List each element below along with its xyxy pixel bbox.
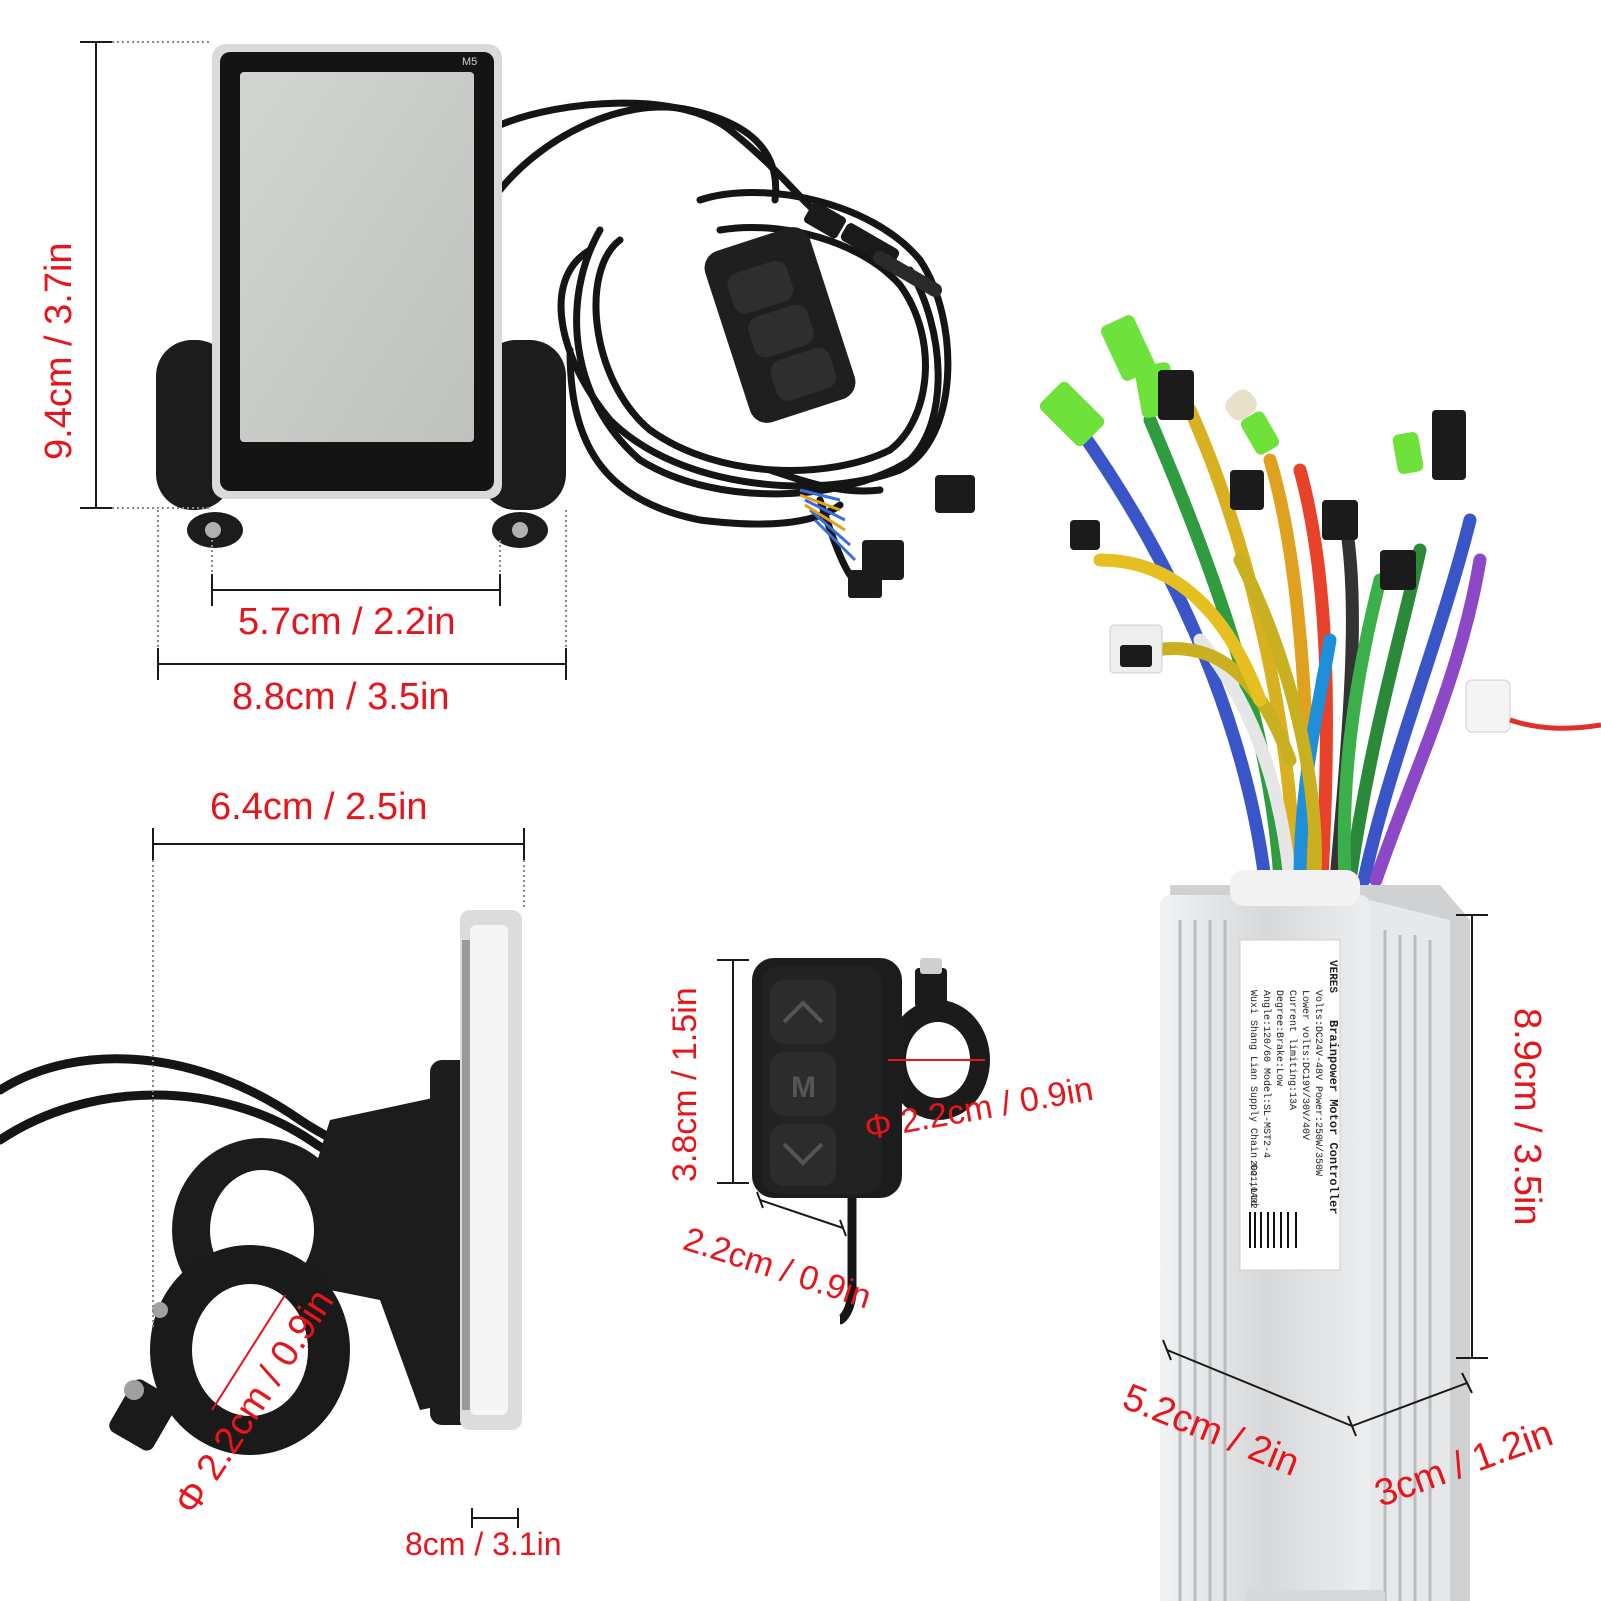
controller-label-line: Wuxi Shang Lian Supply Chain Co.,Ltd (1247, 990, 1259, 1206)
controller-brand: VERES (1326, 960, 1338, 993)
controller-label-line: Current limiting:13A (1286, 990, 1298, 1110)
button-height-label: 3.8cm / 1.5in (666, 987, 704, 1182)
display-cable-bundle (496, 99, 952, 579)
side-view-dimension-lines (152, 828, 525, 1528)
inline-button-remote (704, 227, 856, 423)
controller-dimension-lines (1162, 914, 1488, 1437)
controller-label-line: Angle:120/60 Model:SL-MST2-4 (1260, 990, 1272, 1158)
clamp-screw-icon (205, 522, 221, 538)
display-side-view (0, 910, 522, 1455)
lcd-screen (240, 72, 474, 442)
controller-label-line: Lower volts:DC19V/30V/40V (1299, 990, 1311, 1140)
display-front-view: M5 (156, 44, 975, 598)
display-front-dimension-lines (80, 41, 567, 680)
motor-controller-view: VERES Brainpower Motor Controller Volts:… (1039, 315, 1601, 1601)
display-height-label: 9.4cm / 3.7in (38, 242, 80, 460)
controller-height-label: 8.9cm / 3.5in (1506, 1008, 1548, 1226)
display-wire-connectors (799, 475, 975, 598)
mode-button-icon (770, 1052, 836, 1116)
clamp-screw-icon (124, 1380, 144, 1400)
side-view-width-label: 6.4cm / 2.5in (210, 786, 428, 828)
controller-title: Brainpower Motor Controller (1326, 1020, 1340, 1214)
svg-text:M: M (791, 1071, 816, 1104)
display-clamp-spacing-label: 5.7cm / 2.2in (238, 601, 456, 643)
clamp-screw-icon (152, 1302, 168, 1318)
button-remote-view: M (752, 958, 990, 1325)
display-model-label: M5 (462, 56, 477, 68)
controller-serial: 202110A02 (1248, 1160, 1258, 1209)
cable-connector (804, 201, 942, 297)
clamp-screw-icon (512, 522, 528, 538)
controller-label-line: Volts:DC24V-48V Power:250W/350W (1312, 990, 1324, 1176)
display-width-label: 8.8cm / 3.5in (232, 676, 450, 718)
controller-wire-bundle (1073, 403, 1487, 887)
down-button-icon (770, 1124, 836, 1186)
controller-wire-connectors (1039, 315, 1601, 733)
button-dimension-lines (717, 959, 985, 1237)
controller-label-line: Degree:Brake:Low (1273, 990, 1285, 1086)
side-view-thickness-label: 8cm / 3.1in (405, 1526, 562, 1562)
up-button-icon (770, 980, 836, 1044)
